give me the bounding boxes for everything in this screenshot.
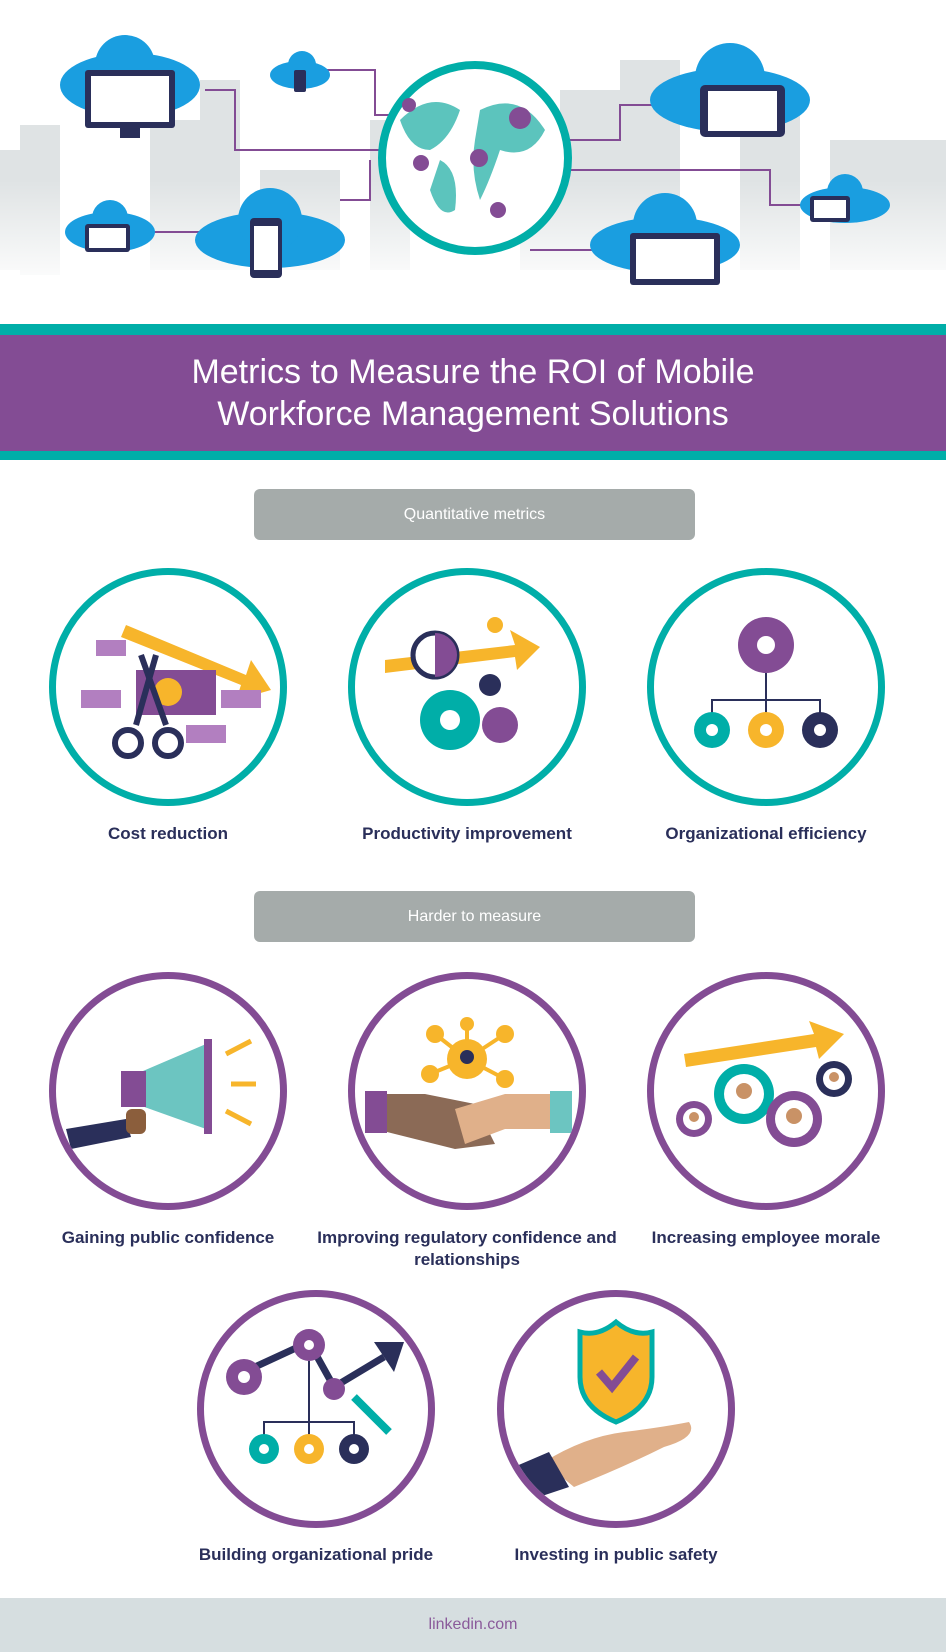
hero-illustration: [0, 35, 946, 290]
handshake-icon: [348, 972, 586, 1210]
caption-organizational-pride: Building organizational pride: [198, 1545, 434, 1564]
section-label-quantitative: Quantitative metrics: [254, 489, 695, 540]
title-banner: Metrics to Measure the ROI of Mobile Wor…: [0, 324, 946, 460]
public-safety-icon: [497, 1290, 735, 1528]
productivity-icon: [348, 568, 586, 806]
caption-organizational-efficiency: Organizational efficiency: [665, 824, 867, 843]
page-title: Metrics to Measure the ROI of Mobile Wor…: [191, 353, 755, 433]
organizational-pride-icon: [197, 1290, 435, 1528]
megaphone-icon: [49, 972, 287, 1210]
caption-cost-reduction: Cost reduction: [108, 824, 228, 843]
caption-employee-morale: Increasing employee morale: [651, 1228, 881, 1247]
caption-public-safety: Investing in public safety: [514, 1545, 718, 1564]
organizational-efficiency-icon: [647, 568, 885, 806]
employee-morale-icon: [647, 972, 885, 1210]
caption-public-confidence: Gaining public confidence: [61, 1228, 275, 1247]
globe-icon: [378, 61, 572, 255]
section-label-harder: Harder to measure: [254, 891, 695, 942]
caption-productivity: Productivity improvement: [362, 824, 572, 843]
caption-regulatory-confidence: Improving regulatory confidence and rela…: [317, 1228, 617, 1269]
cost-reduction-icon: [49, 568, 287, 806]
footer-source: linkedin.com: [0, 1598, 946, 1652]
